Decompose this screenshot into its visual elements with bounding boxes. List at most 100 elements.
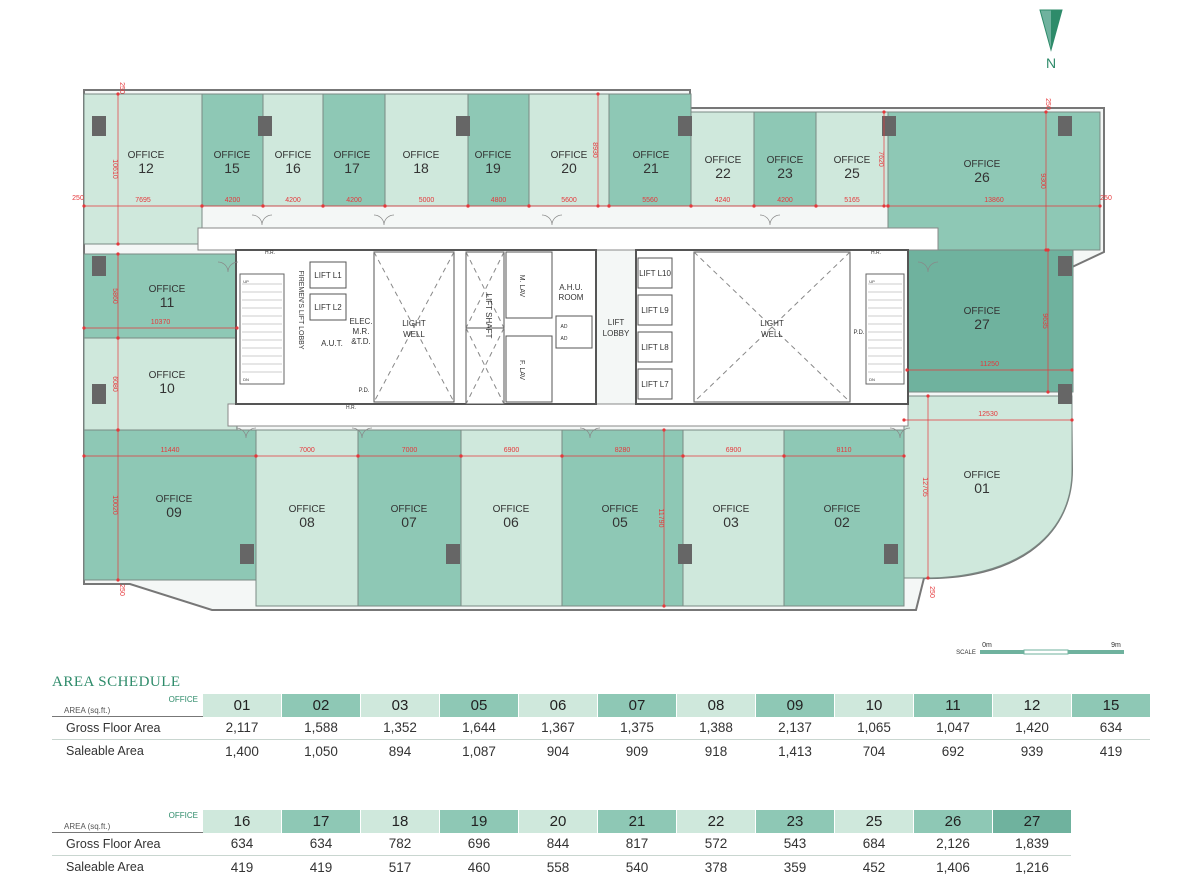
saleable-area-05: 1,087 <box>439 739 519 762</box>
lift-east-label: LIFT L10 <box>639 269 671 278</box>
dim-top-8-tick <box>689 204 693 208</box>
gross-area-18: 782 <box>360 832 440 856</box>
office-header-07: 07 <box>597 694 677 717</box>
office-header-17: 17 <box>281 810 361 833</box>
dim-top-2-label: 4200 <box>285 197 301 204</box>
dim-top-3-tick <box>321 204 325 208</box>
dim-bottom-2-label: 7000 <box>402 447 418 454</box>
door-icon <box>541 214 563 226</box>
dim-bottom-0-label: 11440 <box>161 447 180 454</box>
saleable-area-27: 1,216 <box>992 855 1071 878</box>
office-header-23: 23 <box>755 810 835 833</box>
structural-column <box>884 544 898 564</box>
dim-edge-label: 250 <box>1044 98 1051 110</box>
hr-label: H.R. <box>265 250 275 256</box>
gross-area-25: 684 <box>834 832 914 856</box>
office-header-10: 10 <box>834 694 914 717</box>
office-10-label: OFFICE <box>149 370 186 381</box>
door-icon <box>373 214 395 226</box>
dim-v12-tick <box>116 92 120 96</box>
dim-top-7-label: 5560 <box>642 197 658 204</box>
dim-bottom-1-tick <box>254 454 258 458</box>
structural-column <box>678 116 692 136</box>
mr-label: M.R. <box>353 327 370 336</box>
row-label-gross: Gross Floor Area <box>52 832 203 856</box>
lift-east-label: LIFT L8 <box>641 343 669 352</box>
lift-east-1 <box>637 294 673 326</box>
dim-v05-tick <box>662 428 666 432</box>
office-18-label: OFFICE <box>403 150 440 161</box>
dim-edge-label: 250 <box>118 82 125 94</box>
office-19-label: OFFICE <box>475 150 512 161</box>
dim-top-4-tick <box>383 204 387 208</box>
office-01-label: OFFICE <box>964 470 1001 481</box>
lift-shaft-upper <box>465 251 505 329</box>
office-header-01: 01 <box>202 694 282 717</box>
pd-east-label: P.D. <box>854 330 865 336</box>
office-09-area <box>83 429 257 581</box>
dim-top-11-tick <box>886 204 890 208</box>
dim-top-2-tick <box>261 204 265 208</box>
dim-v11-tick <box>116 252 120 256</box>
saleable-area-20: 558 <box>518 855 598 878</box>
saleable-area-21: 540 <box>597 855 677 878</box>
dim-v10-tick <box>116 336 120 340</box>
dim-bottom-4-tick <box>560 454 564 458</box>
dim-v25-tick <box>882 204 886 208</box>
office-11-number: 11 <box>160 294 175 310</box>
dim-h27-tick <box>1070 368 1074 372</box>
dim-bottom-1-label: 7000 <box>299 447 315 454</box>
office-08-label: OFFICE <box>289 504 326 515</box>
office-10-number: 10 <box>159 380 175 396</box>
dim-v01-label: 12705 <box>921 477 928 497</box>
saleable-area-06: 904 <box>518 739 598 762</box>
gross-area-26: 2,126 <box>913 832 993 856</box>
office-header-20: 20 <box>518 810 598 833</box>
dim-bottom-6-tick <box>902 454 906 458</box>
office-07-label: OFFICE <box>391 504 428 515</box>
m-lav <box>505 251 553 319</box>
structural-column <box>1058 256 1072 276</box>
lift-shaft-label: LIFT SHAFT <box>484 294 493 339</box>
dim-h01-tick <box>1070 418 1074 422</box>
light-well-label: LIGHT <box>402 319 426 328</box>
gross-area-21: 817 <box>597 832 677 856</box>
office-02-label: OFFICE <box>824 504 861 515</box>
door-icon <box>579 427 601 439</box>
saleable-area-03: 894 <box>360 739 440 762</box>
stair-up-label: UP <box>869 279 875 284</box>
saleable-area-11: 692 <box>913 739 993 762</box>
lift-l1-label: LIFT L1 <box>314 271 342 280</box>
dim-bottom-3-label: 6900 <box>504 447 520 454</box>
lift-east-0 <box>637 257 673 289</box>
dim-bottom-2-tick <box>356 454 360 458</box>
office-header-21: 21 <box>597 810 677 833</box>
office-17-label: OFFICE <box>334 150 371 161</box>
gross-area-05: 1,644 <box>439 716 519 740</box>
dim-v05-label: 11790 <box>657 509 664 528</box>
dim-h11-tick <box>235 326 239 330</box>
office-05-label: OFFICE <box>602 504 639 515</box>
dim-v09-tick <box>116 578 120 582</box>
dim-bottom-4-label: 8280 <box>615 447 631 454</box>
stair-dn-label: DN <box>243 377 249 382</box>
floor-plan: OFFICE10OFFICE11OFFICE12OFFICE15OFFICE16… <box>72 9 1124 656</box>
dim-bottom-6-tick <box>782 454 786 458</box>
dim-v01-tick <box>926 576 930 580</box>
office-17-area <box>322 93 386 207</box>
light-well-east <box>693 251 851 403</box>
door-icon <box>889 427 911 439</box>
office-header-16: 16 <box>202 810 282 833</box>
door-icon <box>235 427 257 439</box>
light-well-label: WELL <box>761 330 783 339</box>
office-09-number: 09 <box>166 504 182 520</box>
lift-lobby-label: LIFT <box>608 318 625 327</box>
office-05-number: 05 <box>612 514 628 530</box>
office-18-number: 18 <box>413 160 429 176</box>
office-15-label: OFFICE <box>214 150 251 161</box>
dim-top-11-tick <box>1098 204 1102 208</box>
firemen-lift-lobby-label: FIREMEN'S LIFT LOBBY <box>297 270 304 349</box>
